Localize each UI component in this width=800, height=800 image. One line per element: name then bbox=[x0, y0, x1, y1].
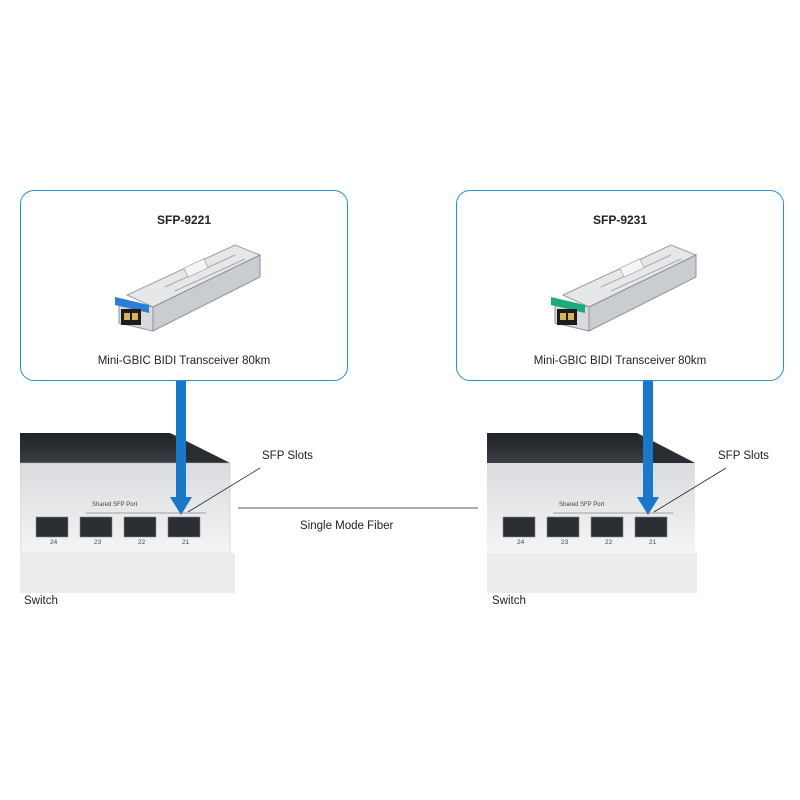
sfp-module-image-right bbox=[541, 233, 701, 343]
port-number-23-left: 23 bbox=[94, 539, 102, 546]
fiber-link-label: Single Mode Fiber bbox=[300, 520, 394, 532]
switch-label-left: Switch bbox=[24, 595, 58, 607]
port-group-label-right: Shared SFP Port bbox=[559, 502, 605, 508]
port-number-21-left: 21 bbox=[182, 539, 190, 546]
switch-label-right: Switch bbox=[492, 595, 526, 607]
port-number-24-right: 24 bbox=[517, 539, 525, 546]
product-card-left: SFP-9221 Mini-GBIC BIDI Transceiver 80km bbox=[20, 190, 348, 381]
sfp-slots-pointer-right bbox=[653, 467, 727, 513]
sfp-module-image-left bbox=[105, 233, 265, 343]
product-card-right: SFP-9231 Mini-GBIC BIDI Transceiver 80km bbox=[456, 190, 784, 381]
down-arrow-right bbox=[637, 381, 659, 515]
sfp-slots-label-left: SFP Slots bbox=[262, 450, 313, 462]
sfp-port-row-right bbox=[502, 512, 673, 538]
sfp-port-row-left bbox=[35, 512, 206, 538]
product-caption-right: Mini-GBIC BIDI Transceiver 80km bbox=[533, 355, 707, 367]
sfp-slots-label-right: SFP Slots bbox=[718, 450, 769, 462]
product-caption-left: Mini-GBIC BIDI Transceiver 80km bbox=[97, 355, 271, 367]
port-number-22-left: 22 bbox=[138, 539, 146, 546]
port-group-label-left: Shared SFP Port bbox=[92, 502, 138, 508]
product-model-right: SFP-9231 bbox=[592, 213, 648, 227]
port-number-22-right: 22 bbox=[605, 539, 613, 546]
port-number-23-right: 23 bbox=[561, 539, 569, 546]
product-model-left: SFP-9221 bbox=[156, 213, 212, 227]
port-number-21-right: 21 bbox=[649, 539, 657, 546]
port-number-24-left: 24 bbox=[50, 539, 58, 546]
sfp-slots-pointer-left bbox=[187, 467, 261, 513]
down-arrow-left bbox=[170, 381, 192, 515]
